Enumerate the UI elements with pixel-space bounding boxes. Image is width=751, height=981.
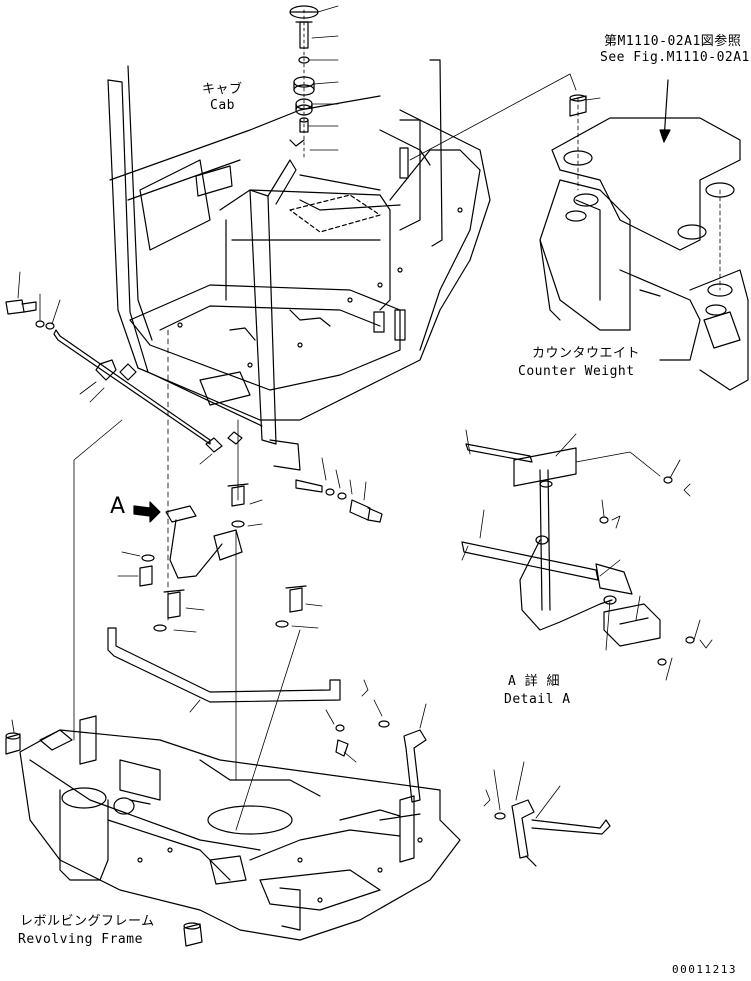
switch-cable-assembly bbox=[117, 483, 263, 587]
reference-lines bbox=[73, 329, 301, 831]
detail-a-label-jp: A 詳 細 bbox=[508, 674, 560, 689]
frame-bolts bbox=[153, 585, 323, 633]
detail-a-assembly bbox=[461, 429, 713, 681]
figure-reference-en: See Fig.M1110-02A1 bbox=[600, 50, 750, 65]
lock-lever-parts bbox=[325, 679, 611, 867]
detail-a-label-en: Detail A bbox=[504, 692, 571, 707]
revolving-frame bbox=[5, 715, 461, 947]
cab-assembly bbox=[107, 59, 491, 471]
counter-weight-label-jp: カウンタウエイト bbox=[532, 346, 641, 361]
cab-mount-stack bbox=[289, 5, 339, 161]
right-bolt-group bbox=[199, 431, 383, 523]
revolving-frame-label-en: Revolving Frame bbox=[18, 932, 143, 947]
figure-reference-jp: 第M1110-02A1図参照 bbox=[604, 34, 742, 49]
counter-weight-assembly bbox=[409, 73, 749, 391]
cab-label-jp: キャブ bbox=[202, 82, 243, 97]
view-letter-a: A bbox=[110, 494, 126, 519]
view-arrow-a bbox=[133, 501, 161, 523]
drawing-number: 00011213 bbox=[672, 963, 737, 976]
left-bolt-group bbox=[5, 271, 211, 445]
revolving-frame-label-jp: レボルビングフレーム bbox=[20, 914, 155, 929]
cab-label-en: Cab bbox=[210, 98, 235, 113]
hand-rail-pipe bbox=[107, 627, 341, 713]
counter-weight-label-en: Counter Weight bbox=[518, 364, 635, 379]
